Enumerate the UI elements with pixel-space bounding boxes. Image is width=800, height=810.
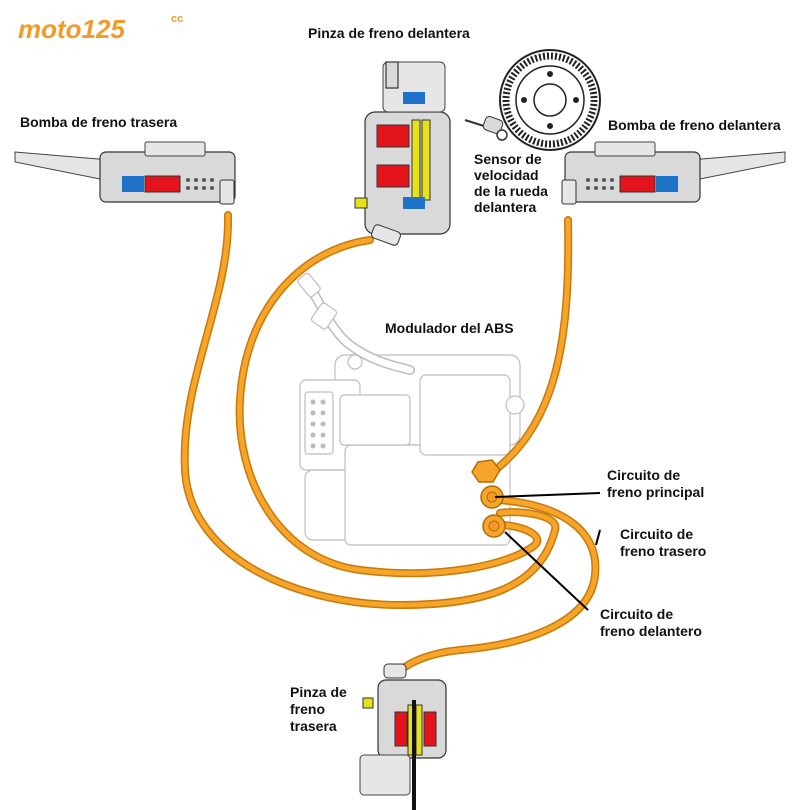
abs-ports: [471, 459, 506, 538]
label-main-circuit-1: Circuito de: [607, 467, 680, 483]
label-wheel-sensor-2: velocidad: [474, 167, 539, 183]
label-rear-caliper-1: Pinza de: [290, 684, 347, 700]
label-wheel-sensor-3: de la rueda: [474, 183, 548, 199]
label-rear-caliper: Pinza de freno trasera: [290, 684, 347, 734]
label-front-caliper: Pinza de freno delantera: [308, 25, 470, 41]
abs-port-top: [471, 459, 501, 483]
label-front-circuit-2: freno delantero: [600, 623, 702, 639]
label-rear-circuit-1: Circuito de: [620, 526, 693, 542]
label-rear-caliper-2: freno: [290, 701, 325, 717]
wheel-speed-sensor: [464, 115, 508, 141]
rear-master-cylinder: [14, 141, 236, 205]
tone-ring: [499, 49, 601, 151]
label-rear-circuit-2: freno trasero: [620, 543, 706, 559]
label-main-circuit: Circuito de freno principal: [607, 467, 704, 500]
label-wheel-sensor-1: Sensor de: [474, 151, 542, 167]
label-wheel-sensor-4: delantera: [474, 199, 536, 215]
label-front-circuit-1: Circuito de: [600, 606, 673, 622]
abs-modulator-unit: [297, 272, 525, 546]
label-main-circuit-2: freno principal: [607, 484, 704, 500]
front-master-cylinder: [561, 141, 786, 205]
logo-superscript: cc: [171, 13, 183, 25]
logo-text: moto125: [18, 14, 125, 44]
label-front-master: Bomba de freno delantera: [608, 117, 781, 133]
label-front-circuit: Circuito de freno delantero: [600, 606, 702, 639]
label-wheel-sensor: Sensor de velocidad de la rueda delanter…: [474, 151, 548, 215]
label-abs-modulator: Modulador del ABS: [385, 320, 514, 336]
label-rear-caliper-3: trasera: [290, 718, 337, 734]
label-rear-circuit: Circuito de freno trasero: [620, 526, 706, 559]
brake-hoses: [180, 211, 600, 676]
rear-brake-caliper: [359, 663, 447, 810]
moto125-logo: moto125 cc: [18, 13, 183, 44]
label-rear-master: Bomba de freno trasera: [20, 114, 177, 130]
leader-lines: [494, 492, 601, 611]
abs-connector: [304, 391, 334, 455]
front-brake-caliper: [354, 61, 451, 246]
